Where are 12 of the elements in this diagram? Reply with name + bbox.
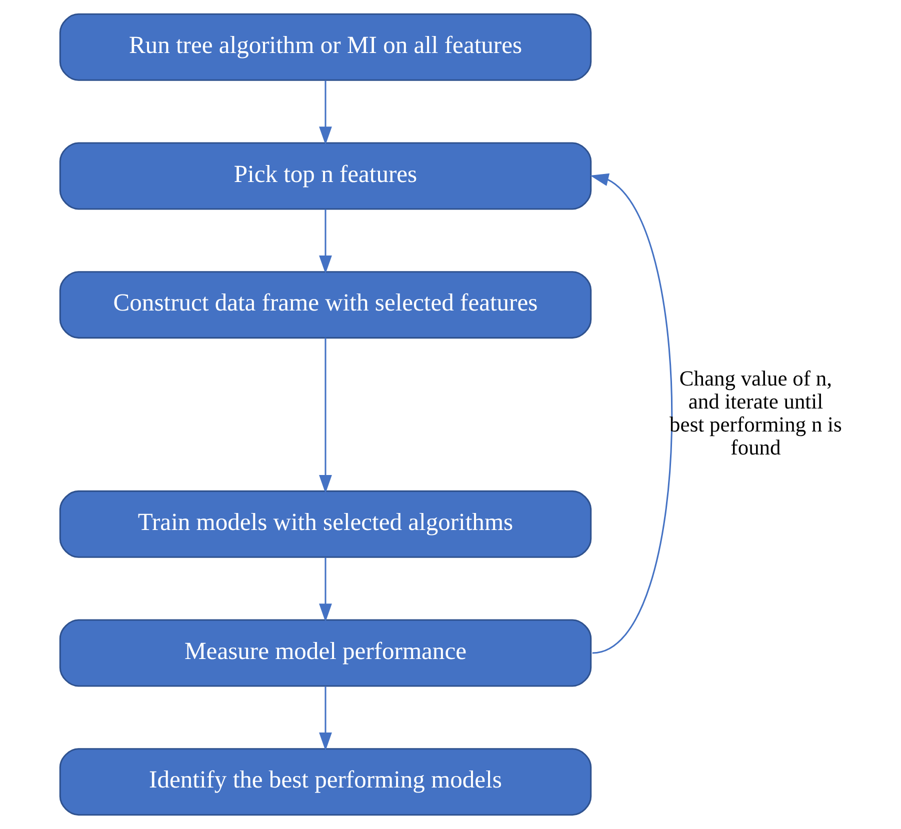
arrow xyxy=(319,686,332,751)
arrow xyxy=(319,80,332,146)
node-box: Run tree algorithm or MI on all features xyxy=(59,13,592,81)
arrow xyxy=(319,209,332,274)
node-box: Measure model performance xyxy=(59,619,592,687)
arrow xyxy=(319,338,332,494)
node-box: Train models with selected algorithms xyxy=(59,490,592,558)
arrow xyxy=(590,173,672,654)
node-box: Pick top n features xyxy=(59,142,592,210)
node-box: Identify the best performing models xyxy=(59,748,592,816)
arrow xyxy=(319,557,332,622)
node-box: Construct data frame with selected features xyxy=(59,271,592,339)
